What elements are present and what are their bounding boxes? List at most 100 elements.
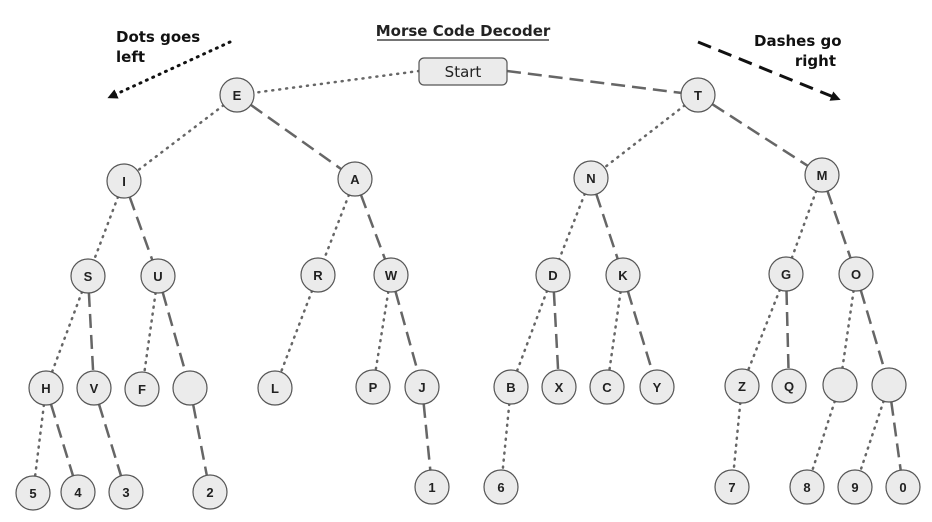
- node-circle: [108, 474, 144, 510]
- node-Q: Q: [771, 368, 807, 404]
- node-label: B: [506, 380, 515, 395]
- node-A: A: [337, 161, 373, 197]
- start-node-label: Start: [445, 63, 482, 81]
- node-circle: [414, 469, 450, 505]
- node-label: C: [602, 380, 612, 395]
- node-U: U: [140, 258, 176, 294]
- dash-edge-M-O: [826, 190, 852, 259]
- dash-edge-W-J: [394, 291, 419, 371]
- dash-edge-N-K: [595, 193, 619, 260]
- node-label: 7: [728, 480, 735, 495]
- dot-edge-B-6: [501, 402, 511, 472]
- node-label: X: [555, 380, 564, 395]
- dash-edge-T-M: [711, 103, 809, 167]
- dot-edge-O-O1: [841, 289, 855, 370]
- node-circle: [124, 371, 160, 407]
- dot-edge-S-H: [50, 290, 84, 374]
- node-circle: [680, 77, 716, 113]
- node-S: S: [70, 258, 106, 294]
- node-label: K: [618, 268, 628, 283]
- dash-edge-O2-0: [890, 401, 902, 471]
- node-circle: [771, 368, 807, 404]
- node-circle: [28, 370, 64, 406]
- left-arrow: [107, 40, 232, 99]
- node-circle: [871, 367, 907, 403]
- dash-edge-U-U2: [161, 291, 187, 373]
- node-2: 2: [192, 474, 228, 510]
- node-label: 0: [899, 480, 906, 495]
- dash-edge-K-Y: [626, 290, 654, 372]
- node-8: 8: [789, 469, 825, 505]
- node-label: 6: [497, 480, 504, 495]
- node-E: E: [219, 77, 255, 113]
- node-label: 1: [428, 480, 435, 495]
- node-Z: Z: [724, 368, 760, 404]
- node-circle: [885, 469, 921, 505]
- node-label: 9: [851, 480, 858, 495]
- dot-edge-K-C: [608, 290, 622, 372]
- start-node: Start: [418, 57, 508, 86]
- dot-edge-D-B: [515, 289, 549, 373]
- node-H: H: [28, 370, 64, 406]
- node-empty-O2: [871, 367, 907, 403]
- node-circle: [106, 163, 142, 199]
- start-node-box: [418, 57, 508, 86]
- node-label: 8: [803, 480, 810, 495]
- node-label: T: [694, 88, 702, 103]
- node-label: S: [84, 269, 93, 284]
- node-circle: [804, 157, 840, 193]
- node-label: H: [41, 381, 50, 396]
- dot-edge-O1-8: [810, 399, 837, 473]
- node-circle: [573, 160, 609, 196]
- dash-edge-O-O2: [859, 289, 886, 370]
- node-0: 0: [885, 469, 921, 505]
- node-label: F: [138, 382, 146, 397]
- dot-edge-R-L: [279, 289, 314, 374]
- node-4: 4: [60, 474, 96, 510]
- node-circle: [838, 256, 874, 292]
- node-circle: [837, 469, 873, 505]
- node-circle: [541, 369, 577, 405]
- node-circle: [404, 369, 440, 405]
- node-label: O: [851, 267, 861, 282]
- node-circle: [76, 370, 112, 406]
- node-Y: Y: [639, 369, 675, 405]
- node-circle: [493, 369, 529, 405]
- dash-edge-E-A: [250, 103, 342, 171]
- node-circle: [789, 469, 825, 505]
- node-B: B: [493, 369, 529, 405]
- node-label: D: [548, 268, 557, 283]
- right-arrow: [697, 40, 841, 101]
- tree-edges: [33, 69, 902, 478]
- dot-edge-H-5: [33, 403, 46, 478]
- node-empty-U2: [172, 370, 208, 406]
- node-M: M: [804, 157, 840, 193]
- node-label: W: [385, 268, 398, 283]
- node-L: L: [257, 370, 293, 406]
- node-label: U: [153, 269, 162, 284]
- left-note-line1: Dots goes: [116, 28, 200, 46]
- node-9: 9: [837, 469, 873, 505]
- node-N: N: [573, 160, 609, 196]
- dot-edge-U-F: [143, 291, 157, 374]
- node-circle: [589, 369, 625, 405]
- node-G: G: [768, 256, 804, 292]
- node-circle: [337, 161, 373, 197]
- dash-edge-V-3: [97, 403, 123, 477]
- node-1: 1: [414, 469, 450, 505]
- node-label: L: [271, 381, 279, 396]
- node-label: J: [418, 380, 425, 395]
- node-label: M: [817, 168, 828, 183]
- node-circle: [483, 469, 519, 505]
- dash-edge-J-1: [422, 403, 432, 471]
- right-note-line2: right: [795, 52, 836, 70]
- node-W: W: [373, 257, 409, 293]
- node-J: J: [404, 369, 440, 405]
- dot-edge-I-S: [92, 195, 120, 262]
- node-circle: [140, 258, 176, 294]
- node-label: E: [233, 88, 242, 103]
- dot-edge-O2-9: [859, 399, 885, 473]
- node-circle: [639, 369, 675, 405]
